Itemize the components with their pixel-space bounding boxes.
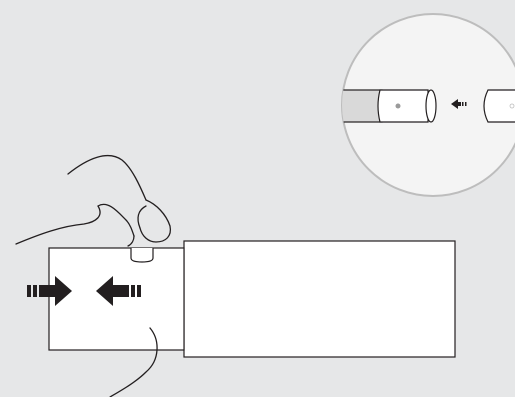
detail-inset (341, 13, 515, 197)
push-pin (130, 248, 154, 263)
long-tube (183, 240, 456, 358)
inset-left-tube (342, 89, 383, 123)
arrow-left-small-icon (451, 99, 467, 109)
arrow-right-icon (27, 276, 72, 306)
arrow-left-icon (96, 276, 141, 306)
inset-right-tube (483, 89, 515, 123)
inset-pin-hole (395, 103, 401, 109)
inset-left-connector (377, 89, 429, 123)
hand-icon (15, 154, 172, 397)
short-tube (48, 247, 185, 351)
